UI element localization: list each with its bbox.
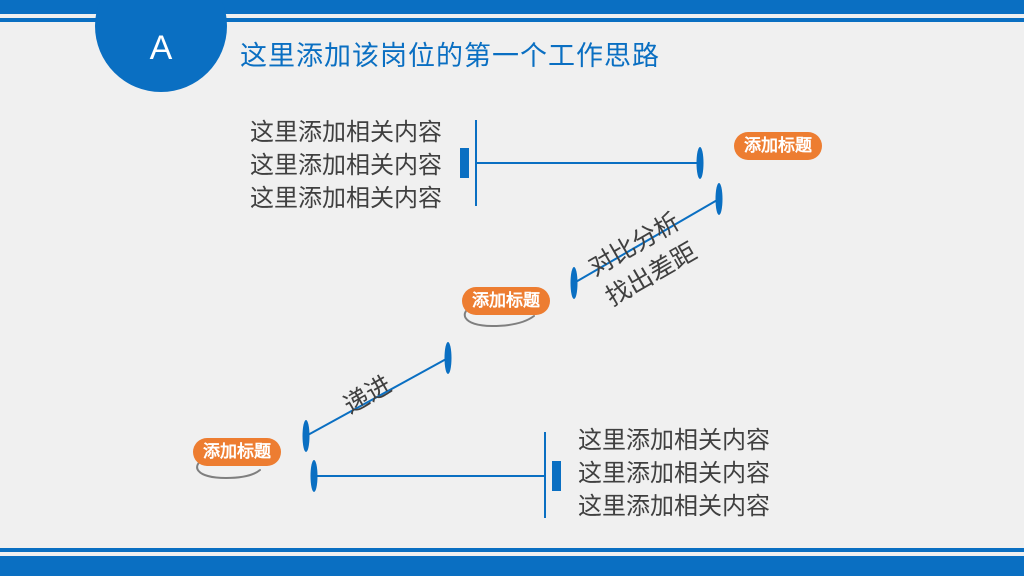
lower-diagonal-line <box>305 357 449 437</box>
lower-diagonal-top-cap <box>444 342 452 374</box>
bottom-text-line-3: 这里添加相关内容 <box>578 492 770 520</box>
bottom-text-line-2: 这里添加相关内容 <box>578 459 770 487</box>
bottom-bar-thick <box>0 556 1024 576</box>
middle-title-badge: 添加标题 <box>462 287 550 315</box>
top-text-line-1: 这里添加相关内容 <box>250 118 442 146</box>
bottom-text-line-1: 这里添加相关内容 <box>578 426 770 454</box>
bottom-line-end-cap <box>310 460 318 492</box>
top-bar-thick <box>0 0 1024 14</box>
top-bar-thin <box>0 18 1024 22</box>
header-letter: A <box>149 29 173 67</box>
top-text-line-2: 这里添加相关内容 <box>250 151 442 179</box>
upper-diagonal-line <box>573 198 720 284</box>
bottom-bracket-marker <box>552 461 561 491</box>
bottom-badge-swoosh <box>196 457 261 480</box>
lower-diagonal-bottom-cap <box>302 420 310 452</box>
top-bracket-marker <box>460 148 469 178</box>
top-text-block: 这里添加相关内容 这里添加相关内容 这里添加相关内容 <box>230 116 442 215</box>
top-title-badge: 添加标题 <box>734 132 822 160</box>
bottom-title-badge: 添加标题 <box>193 438 281 466</box>
top-text-line-3: 这里添加相关内容 <box>250 184 442 212</box>
upper-diagonal-bottom-cap <box>570 267 578 299</box>
middle-badge-swoosh <box>463 304 535 328</box>
page-title: 这里添加该岗位的第一个工作思路 <box>240 41 660 72</box>
upper-diagonal-top-cap <box>715 183 723 215</box>
bottom-bar-thin <box>0 548 1024 552</box>
top-line-end-cap <box>696 147 704 179</box>
bottom-text-block: 这里添加相关内容 这里添加相关内容 这里添加相关内容 <box>578 424 770 523</box>
